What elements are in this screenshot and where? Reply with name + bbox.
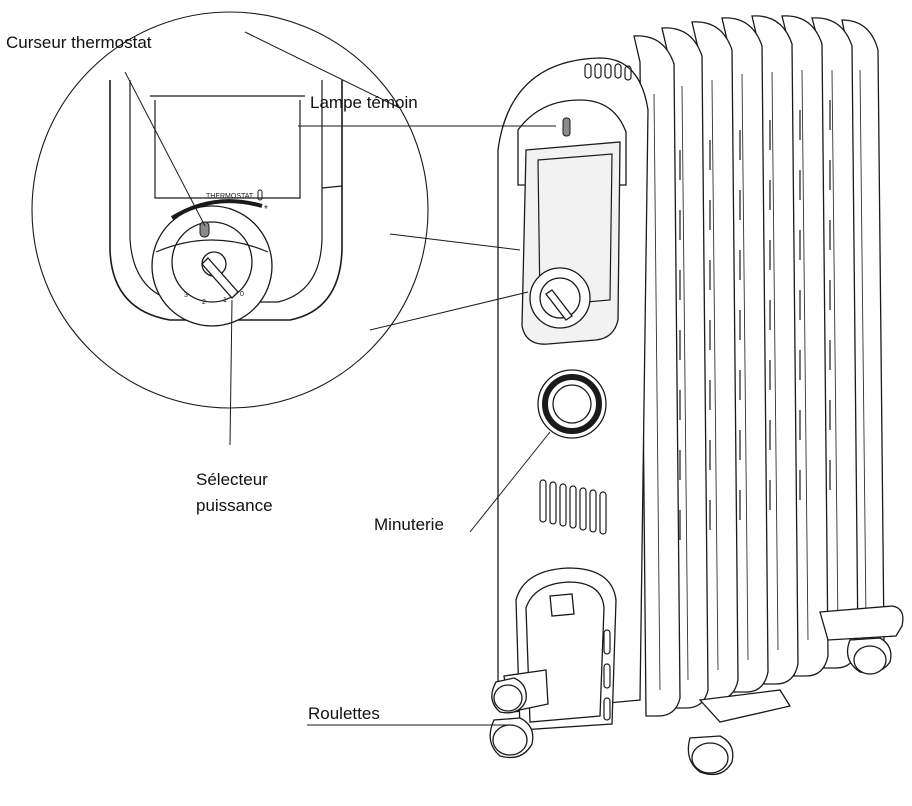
label-thermostat-cursor: Curseur thermostat xyxy=(6,33,152,52)
scale-label-0: 0 xyxy=(240,291,244,298)
power-selector-knob[interactable] xyxy=(201,251,239,299)
indicator-lamp xyxy=(562,117,571,137)
wheel-base-left xyxy=(489,669,549,759)
radiator-fins xyxy=(633,15,885,717)
small-thermostat-dial[interactable] xyxy=(529,267,591,329)
wheel-base-right xyxy=(687,605,904,776)
label-power-selector-line1: Sélecteur xyxy=(196,470,268,489)
top-vents xyxy=(584,63,632,81)
label-power-selector-line2: puissance xyxy=(196,496,273,515)
thermometer-icon xyxy=(257,189,263,201)
label-wheels: Roulettes xyxy=(308,704,380,723)
scale-label-3: 3 xyxy=(184,292,188,299)
timer-dial[interactable] xyxy=(537,369,607,439)
thermostat-text: THERMOSTAT xyxy=(206,193,254,200)
label-indicator-lamp: Lampe témoin xyxy=(310,93,418,112)
scale-label-2: 2 xyxy=(202,299,206,306)
front-panel xyxy=(497,57,649,731)
snowflake-icon: * xyxy=(264,204,268,215)
callout-leaders xyxy=(124,71,556,726)
thermostat-cursor[interactable] xyxy=(199,221,210,238)
lower-vents xyxy=(539,479,607,535)
magnified-detail: THERMOSTAT * 3 2 1 0 xyxy=(31,11,529,409)
scale-label-1: 1 xyxy=(223,297,227,304)
label-timer: Minuterie xyxy=(374,515,444,534)
